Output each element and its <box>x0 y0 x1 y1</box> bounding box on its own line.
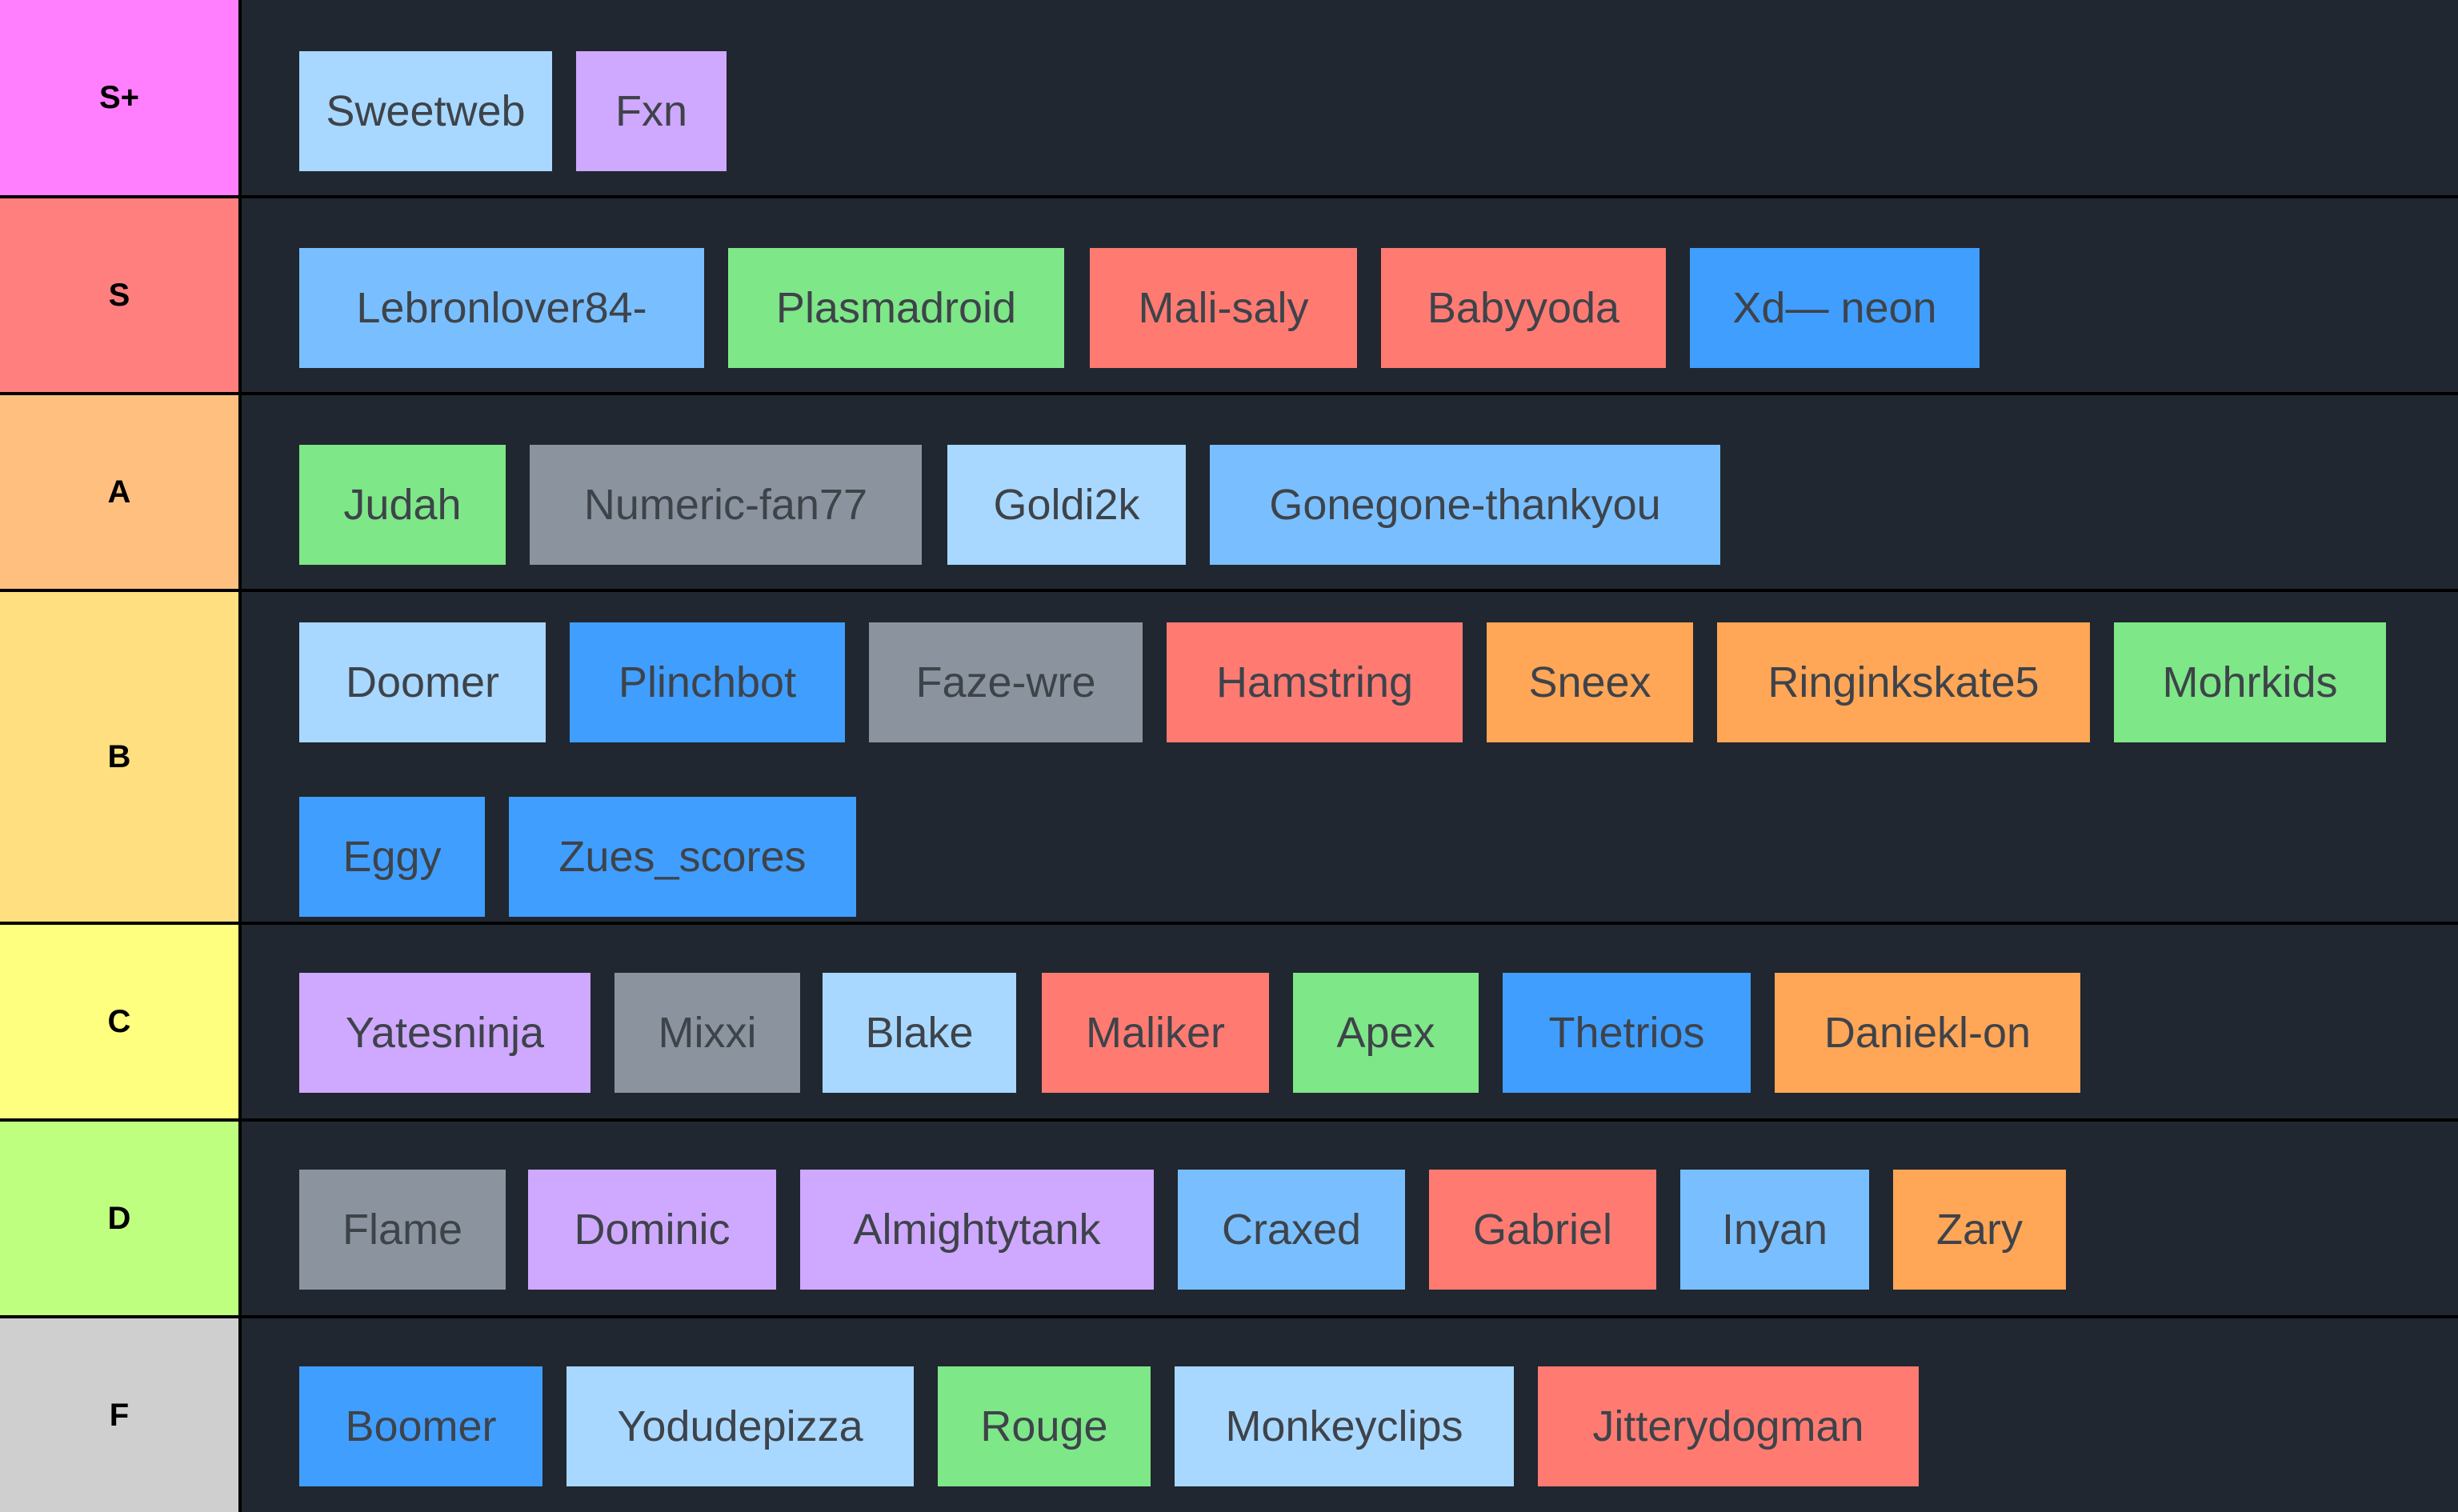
player-tag[interactable]: Mali-saly <box>1090 248 1357 368</box>
player-tag[interactable]: Doomer <box>299 622 546 742</box>
player-tag[interactable]: Zues_scores <box>509 797 856 917</box>
tier-items[interactable]: Lebronlover84- Plasmadroid Mali-saly Bab… <box>242 198 2458 392</box>
tier-items[interactable]: Yatesninja Mixxi Blake Maliker Apex Thet… <box>242 925 2458 1118</box>
tier-label[interactable]: B <box>0 592 238 922</box>
player-tag[interactable]: Yatesninja <box>299 973 590 1093</box>
player-tag[interactable]: Mixxi <box>614 973 800 1093</box>
tier-items[interactable]: Judah Numeric-fan77 Goldi2k Gonegone-tha… <box>242 395 2458 589</box>
tier-row-f: F Boomer Yodudepizza Rouge Monkeyclips J… <box>0 1318 2458 1512</box>
tier-label[interactable]: C <box>0 925 238 1118</box>
player-tag[interactable]: Gonegone-thankyou <box>1210 445 1720 565</box>
player-tag[interactable]: Fxn <box>576 51 727 171</box>
player-tag[interactable]: Boomer <box>299 1366 542 1486</box>
player-tag[interactable]: Hamstring <box>1167 622 1463 742</box>
tier-row-s: S Lebronlover84- Plasmadroid Mali-saly B… <box>0 198 2458 392</box>
tier-row-a: A Judah Numeric-fan77 Goldi2k Gonegone-t… <box>0 395 2458 589</box>
player-tag[interactable]: Zary <box>1893 1170 2066 1290</box>
tier-row-c: C Yatesninja Mixxi Blake Maliker Apex Th… <box>0 925 2458 1118</box>
player-tag[interactable]: Dominic <box>528 1170 776 1290</box>
player-tag[interactable]: Sneex <box>1487 622 1693 742</box>
player-tag[interactable]: Plinchbot <box>570 622 845 742</box>
player-tag[interactable]: Monkeyclips <box>1175 1366 1514 1486</box>
player-tag[interactable]: Plasmadroid <box>728 248 1064 368</box>
player-tag[interactable]: Thetrios <box>1503 973 1751 1093</box>
player-tag[interactable]: Ringinkskate5 <box>1717 622 2090 742</box>
tier-items[interactable]: Sweetweb Fxn <box>242 0 2458 195</box>
player-tag[interactable]: Yodudepizza <box>566 1366 914 1486</box>
player-tag[interactable]: Flame <box>299 1170 506 1290</box>
tier-items[interactable]: Boomer Yodudepizza Rouge Monkeyclips Jit… <box>242 1318 2458 1512</box>
tier-items[interactable]: Flame Dominic Almightytank Craxed Gabrie… <box>242 1122 2458 1315</box>
player-tag[interactable]: Blake <box>823 973 1016 1093</box>
tier-label[interactable]: A <box>0 395 238 589</box>
player-tag[interactable]: Lebronlover84- <box>299 248 704 368</box>
tier-row-b: B Doomer Plinchbot Faze-wre Hamstring Sn… <box>0 592 2458 922</box>
player-tag[interactable]: Maliker <box>1042 973 1269 1093</box>
player-tag[interactable]: Craxed <box>1178 1170 1405 1290</box>
player-tag[interactable]: Xd— neon <box>1690 248 1980 368</box>
player-tag[interactable]: Inyan <box>1680 1170 1869 1290</box>
tier-label[interactable]: S+ <box>0 0 238 195</box>
player-tag[interactable]: Babyyoda <box>1381 248 1666 368</box>
player-tag[interactable]: Rouge <box>938 1366 1151 1486</box>
tier-label[interactable]: D <box>0 1122 238 1315</box>
tier-label[interactable]: F <box>0 1318 238 1512</box>
tier-label[interactable]: S <box>0 198 238 392</box>
player-tag[interactable]: Judah <box>299 445 506 565</box>
tier-row-s-plus: S+ Sweetweb Fxn <box>0 0 2458 195</box>
player-tag[interactable]: Apex <box>1293 973 1479 1093</box>
player-tag[interactable]: Daniekl-on <box>1775 973 2080 1093</box>
player-tag[interactable]: Goldi2k <box>947 445 1186 565</box>
player-tag[interactable]: Eggy <box>299 797 485 917</box>
tier-items[interactable]: Doomer Plinchbot Faze-wre Hamstring Snee… <box>242 592 2458 922</box>
player-tag[interactable]: Gabriel <box>1429 1170 1656 1290</box>
player-tag[interactable]: Numeric-fan77 <box>530 445 922 565</box>
player-tag[interactable]: Mohrkids <box>2114 622 2386 742</box>
player-tag[interactable]: Almightytank <box>800 1170 1154 1290</box>
player-tag[interactable]: Sweetweb <box>299 51 552 171</box>
player-tag[interactable]: Faze-wre <box>869 622 1143 742</box>
tier-row-d: D Flame Dominic Almightytank Craxed Gabr… <box>0 1122 2458 1315</box>
player-tag[interactable]: Jitterydogman <box>1538 1366 1919 1486</box>
